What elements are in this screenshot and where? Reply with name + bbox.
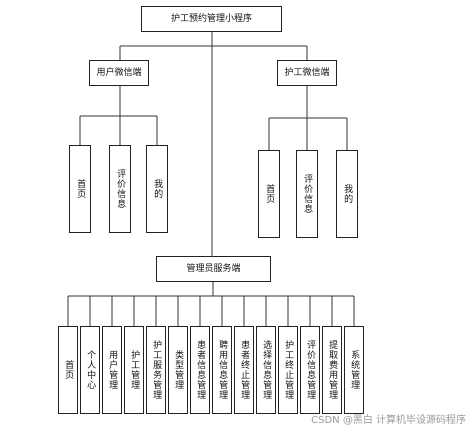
- admin-module-label: 聘用信息管理: [217, 340, 228, 400]
- admin-module-0: 首页: [58, 326, 78, 414]
- admin-module-4: 护工服务管理: [146, 326, 166, 414]
- admin-node-label: 管理员服务端: [186, 263, 241, 274]
- admin-module-label: 系统管理: [349, 350, 360, 390]
- nurse-app-child-review: 评价信息: [296, 150, 318, 238]
- admin-module-label: 首页: [63, 360, 74, 380]
- admin-module-label: 护工终止管理: [283, 340, 294, 400]
- root-node: 护工预约管理小程序: [141, 6, 282, 32]
- nurse-app-node: 护工微信端: [277, 60, 337, 86]
- nurse-app-child-home: 首页: [258, 150, 280, 238]
- admin-module-label: 选择信息管理: [261, 340, 272, 400]
- admin-module-label: 个人中心: [85, 350, 96, 390]
- admin-module-2: 用户管理: [102, 326, 122, 414]
- nurse-app-child-review-label: 评价信息: [302, 174, 313, 214]
- user-app-child-home: 首页: [69, 145, 91, 233]
- admin-module-3: 护工管理: [124, 326, 144, 414]
- admin-module-8: 患者终止管理: [234, 326, 254, 414]
- user-app-child-home-label: 首页: [75, 179, 86, 199]
- user-app-child-mine: 我的: [146, 145, 168, 233]
- admin-module-label: 类型管理: [173, 350, 184, 390]
- user-app-child-review: 评价信息: [109, 145, 131, 233]
- admin-module-5: 类型管理: [168, 326, 188, 414]
- nurse-app-child-mine: 我的: [336, 150, 358, 238]
- nurse-app-child-mine-label: 我的: [342, 184, 353, 204]
- admin-module-6: 患者信息管理: [190, 326, 210, 414]
- admin-module-7: 聘用信息管理: [212, 326, 232, 414]
- root-node-label: 护工预约管理小程序: [170, 13, 252, 24]
- nurse-app-child-home-label: 首页: [264, 184, 275, 204]
- admin-module-12: 提取费用管理: [322, 326, 342, 414]
- user-app-child-mine-label: 我的: [152, 179, 163, 199]
- csdn-watermark: CSDN @黑白 计算机毕设源码程序: [311, 415, 466, 426]
- admin-module-label: 评价信息管理: [305, 340, 316, 400]
- admin-module-1: 个人中心: [80, 326, 100, 414]
- user-app-node: 用户微信端: [89, 60, 149, 86]
- admin-module-label: 护工管理: [129, 350, 140, 390]
- admin-module-label: 提取费用管理: [327, 340, 338, 400]
- admin-module-label: 患者终止管理: [239, 340, 250, 400]
- user-app-label: 用户微信端: [96, 67, 142, 78]
- admin-module-13: 系统管理: [344, 326, 364, 414]
- admin-module-label: 用户管理: [107, 350, 118, 390]
- admin-module-label: 护工服务管理: [151, 340, 162, 400]
- admin-module-label: 患者信息管理: [195, 340, 206, 400]
- admin-module-11: 评价信息管理: [300, 326, 320, 414]
- admin-module-10: 护工终止管理: [278, 326, 298, 414]
- nurse-app-label: 护工微信端: [284, 67, 330, 78]
- admin-node: 管理员服务端: [156, 256, 271, 282]
- user-app-child-review-label: 评价信息: [115, 169, 126, 209]
- admin-module-9: 选择信息管理: [256, 326, 276, 414]
